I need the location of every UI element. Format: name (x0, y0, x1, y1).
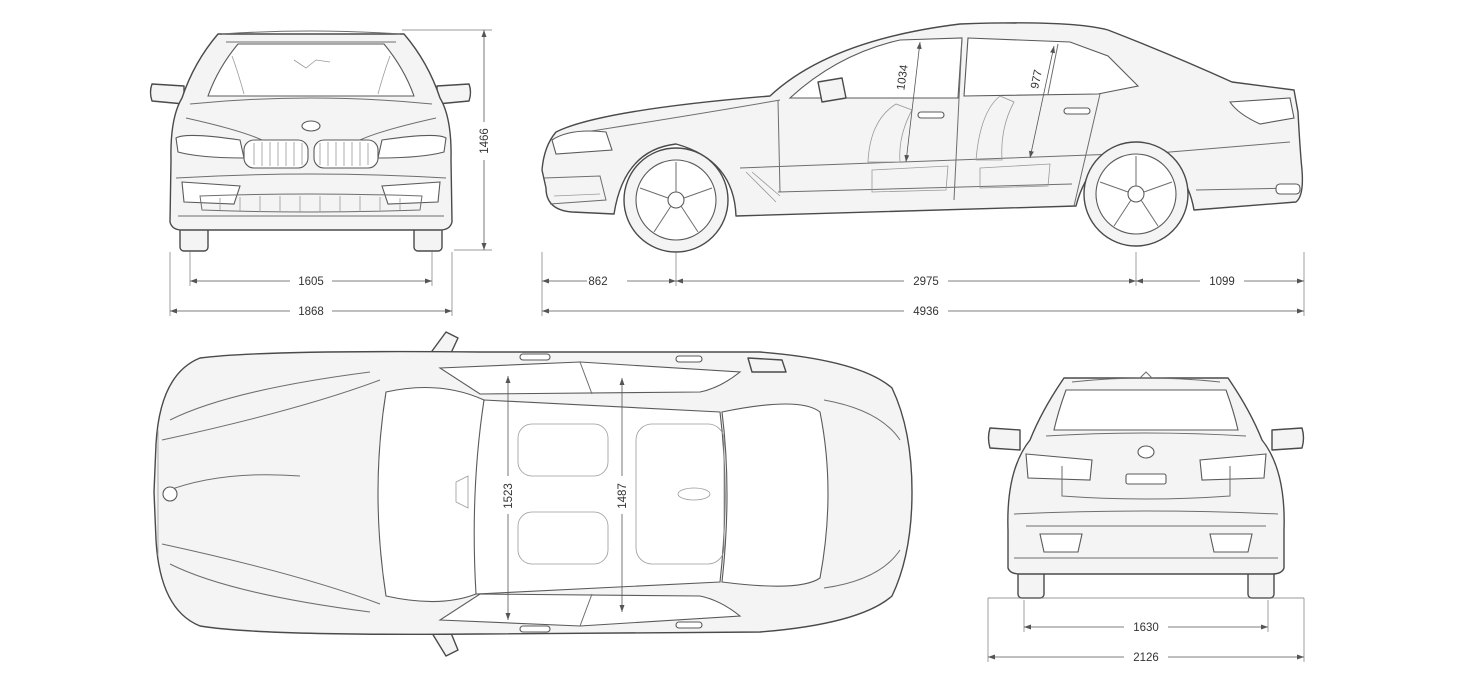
rear-view-dimensions: 1630 2126 (987, 597, 1305, 664)
headroom-front-label: 1034 (895, 63, 911, 91)
shoulder-rear-label: 1487 (617, 483, 629, 509)
front-view-dimensions: 1605 1868 1466 (169, 29, 492, 318)
height-label: 1466 (479, 128, 491, 154)
front-view (149, 30, 472, 252)
rear-track-label: 1630 (1133, 622, 1159, 634)
length-label: 4936 (913, 306, 939, 318)
front-width-label: 1868 (298, 306, 324, 318)
top-view: 1523 1487 (153, 331, 913, 657)
rear-overhang-label: 1099 (1209, 276, 1235, 288)
headroom-rear-label: 977 (1029, 69, 1045, 90)
front-overhang-label: 862 (588, 276, 607, 288)
shoulder-front-label: 1523 (503, 483, 515, 509)
width-mirrors-label: 2126 (1133, 652, 1159, 664)
wheelbase-label: 2975 (913, 276, 939, 288)
side-view: 1034 977 (541, 22, 1304, 253)
front-track-label: 1605 (298, 276, 324, 288)
rear-view (987, 371, 1305, 599)
side-view-dimensions: 862 2975 1099 4936 (541, 252, 1305, 318)
